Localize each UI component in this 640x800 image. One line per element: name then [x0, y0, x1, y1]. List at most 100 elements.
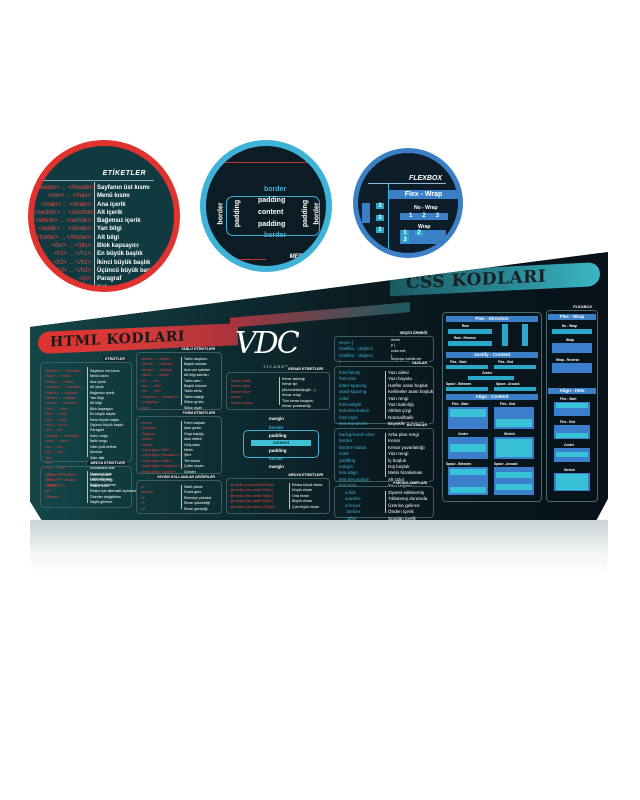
description-item: Liste elemanı: [90, 477, 112, 482]
property-item: font-size: [339, 483, 357, 489]
ac-space-between-label: Space - Between: [446, 462, 472, 466]
example-line: p {: [391, 343, 396, 348]
tag-item: <table> ... </table>: [141, 357, 171, 361]
description-item: Normal/İtalik: [388, 414, 414, 420]
padding-label-bottom: padding: [269, 448, 287, 453]
tag-item: px: [141, 485, 145, 489]
description-item: Kenar yuvarlaklığı: [282, 404, 311, 409]
flex-wrap-bar: Flex - Wrap: [548, 314, 596, 320]
tag-column: <header> ... </header><nav> ... </nav><m…: [45, 369, 82, 488]
description-item: Giriş alanı: [184, 442, 201, 447]
property-item: border-radius: [339, 444, 367, 450]
query-item: @media (min-width:992px): [230, 499, 273, 504]
tag-item: <input type="submit">: [141, 469, 177, 474]
tag-item: <input>: [141, 442, 153, 447]
column-demo: [502, 324, 508, 346]
tag-item: <header> ... </header>: [45, 369, 82, 373]
flex-direction-bar: Flex - Direction: [446, 316, 538, 322]
ai-stretch-demo: [554, 473, 590, 491]
description-item: (düz/noktalı/çizgili ...): [282, 387, 316, 392]
description-item: Yazı rengi: [388, 451, 409, 457]
description-item: Ana içerik: [97, 201, 126, 208]
tag-item: <fieldset>: [141, 426, 157, 431]
description-item: Grup başlığı: [184, 431, 204, 436]
property-item: border-width: [231, 379, 251, 383]
description-item: Kenar: [388, 438, 401, 444]
description-item: Resim ekler: [90, 483, 109, 488]
html-etiketler-section: ETİKETLER <header> ... </header><nav> ..…: [40, 357, 132, 487]
description-item: Yazı boyutu: [388, 376, 412, 382]
border-label-top: border: [269, 425, 284, 430]
row-label: Row: [462, 324, 469, 328]
ai-center-label: Center: [564, 443, 575, 447]
jc-space-around-demo: [494, 387, 536, 391]
description-item: Başlık hücresi: [184, 384, 207, 389]
cell-2: 2: [422, 213, 426, 219]
description-item: Menü kısmı: [90, 374, 109, 379]
jc-space-between-label: Space - Between: [446, 382, 472, 386]
description-item: Büyük ekran: [292, 499, 312, 504]
description-item: Ekran yüksekliği: [184, 501, 210, 506]
property-item: ::after: [345, 515, 357, 521]
tag-item: <legend>: [141, 431, 156, 436]
description-item: Dış boşluk: [388, 464, 410, 470]
tag-item: <p> ... </p>: [60, 276, 91, 283]
description-item: Başlık satırları: [184, 362, 207, 367]
jc-center-demo: [468, 376, 514, 380]
description-item: Alan etiketi: [184, 437, 202, 442]
description-item: Alt çizgi: [388, 476, 404, 482]
description-item: Sayfanın üst kısmı: [97, 185, 150, 191]
html-medya-section: MEDYA ETİKETLERİ <video> ... </video><au…: [40, 461, 137, 508]
tag-item: <label>: [141, 437, 153, 442]
padding-label-left: padding: [234, 199, 242, 228]
tag-column: <header> ... </header><nav> ... </nav><m…: [34, 184, 96, 286]
tag-item: <tr> ... </tr>: [141, 378, 160, 383]
description-item: Ebeveyn yüzdesi: [184, 495, 212, 500]
description-item: Bağımsız içerik: [90, 390, 115, 395]
description-item: Yazı rengi: [388, 395, 409, 401]
property-item: border-radius: [231, 400, 253, 405]
description-item: Blok kapsayıcı: [90, 406, 114, 411]
property-item: border-color: [231, 389, 251, 394]
tag-item: <h2> ... </h2>: [45, 417, 68, 422]
tag-item: <img src="">: [45, 483, 66, 488]
property-item: font-style: [339, 414, 358, 420]
css-box-model: margin border padding content padding bo…: [235, 414, 325, 472]
cell-3: 3: [401, 237, 409, 243]
description-item: Yazı boyutu: [388, 483, 412, 489]
section-title: TABLO ETİKETLERİ: [178, 347, 217, 351]
tag-item: vw: [141, 506, 146, 511]
tag-item: <footer> ... </footer>: [36, 234, 91, 241]
query-item: @media (min-width:600px): [230, 488, 273, 493]
section-title: MEDYA ETİKETLERİ: [88, 461, 127, 465]
code-line: özellik2 : değer2;: [339, 352, 374, 358]
cell-1: 1: [376, 227, 384, 233]
html-form-section: FORM ETİKETLERİ <form><fieldset><legend>…: [136, 411, 222, 474]
property-item: margin: [339, 464, 354, 470]
description-item: Önden içerik: [388, 509, 414, 515]
tag-item: <p> ... </p>: [45, 428, 64, 433]
description-item: Paragraf: [90, 428, 104, 433]
divider: [42, 180, 154, 181]
border-label-left: border: [217, 202, 225, 225]
description-item: Çoklu seçim: [184, 464, 204, 469]
tag-item: <input type="radio">: [141, 458, 174, 463]
html-tablo-section: TABLO ETİKETLERİ <table> ... </table><th…: [136, 347, 222, 410]
description-item: Sayfa gömme: [90, 500, 113, 505]
description-item: Blok kapsayıcı: [97, 243, 139, 250]
description-item: Küçük ekran: [292, 488, 312, 493]
tag-item: <div> ... </div>: [45, 406, 69, 411]
description-item: Tıklanmış durumda: [388, 496, 428, 502]
code-column: seçici { özellik1 : değer1; özellik2 : d…: [339, 340, 374, 366]
css-secici-section: SEÇİCİ ÖRNEĞİ seçici { özellik1 : değer1…: [334, 331, 434, 364]
divider: [388, 183, 389, 253]
section-title: FORM ETİKETLERİ: [180, 411, 217, 415]
padding-label-right: padding: [302, 199, 310, 228]
property-item: padding: [339, 457, 356, 463]
description-item: Yan bilgi: [97, 226, 122, 233]
